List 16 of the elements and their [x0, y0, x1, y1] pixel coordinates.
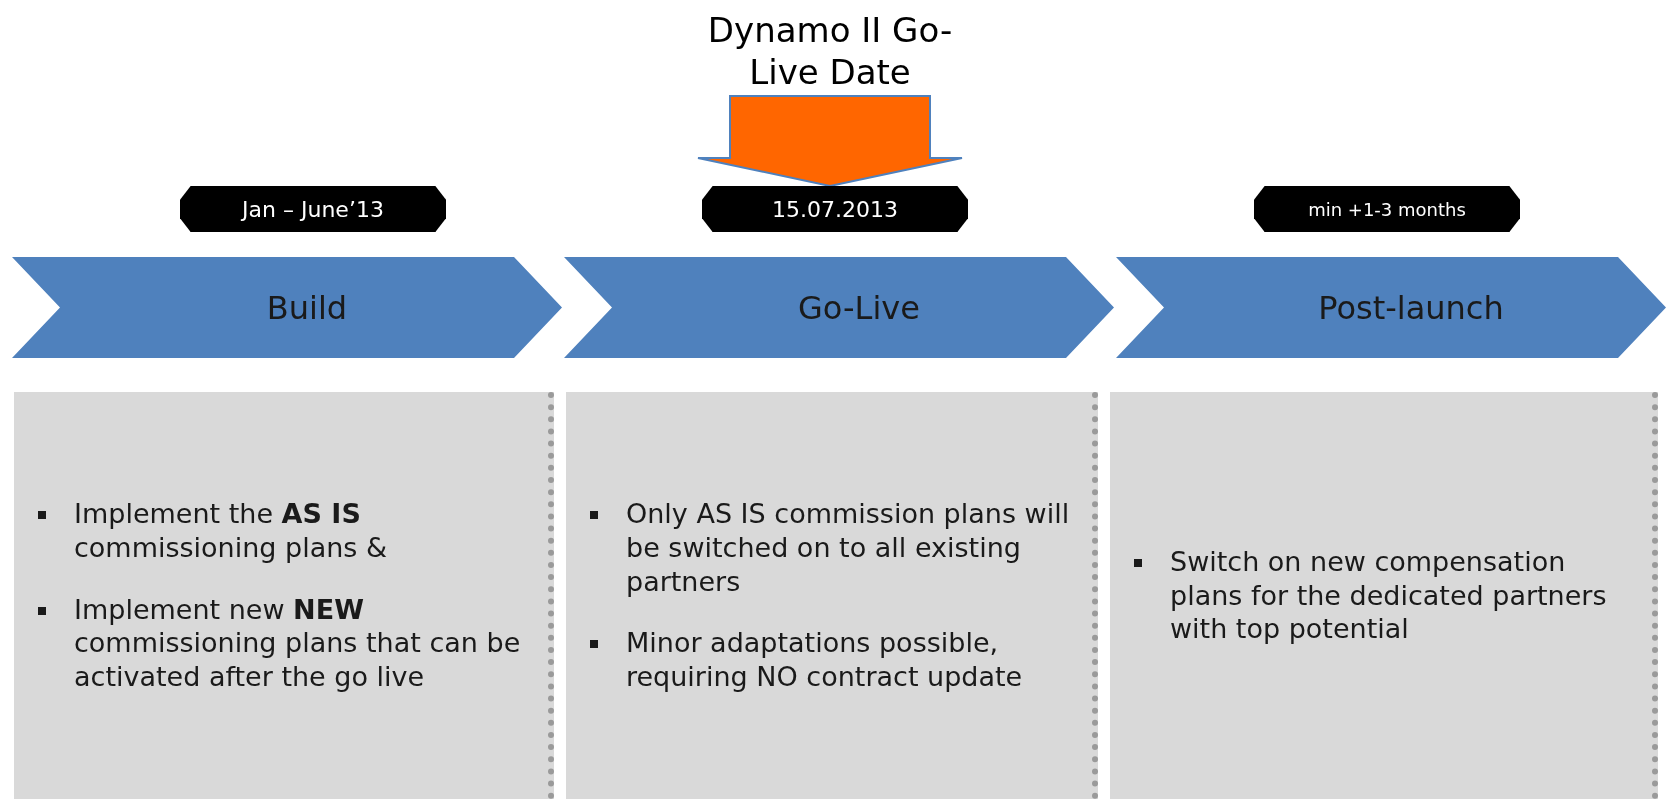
phase-label: Build	[266, 287, 348, 329]
description-panel	[1110, 392, 1658, 799]
description-panel	[14, 392, 554, 799]
date-badge: Jan – June’13	[180, 186, 446, 232]
bullet-text: Implement the AS IS commissioning plans &	[34, 497, 536, 565]
bullet-text: Only AS IS commission plans will be switched on to all existing partners	[586, 497, 1080, 599]
phase-label: Post-launch	[1318, 287, 1504, 329]
bullet-text: Switch on new compensation plans for the dedicated partners with top potential	[1130, 544, 1640, 647]
block-arrow	[697, 95, 963, 188]
date-badge: min +1-3 months	[1254, 186, 1520, 232]
phase-label: Go-Live	[798, 287, 920, 329]
description-panel	[566, 392, 1098, 799]
date-badge: 15.07.2013	[702, 186, 968, 232]
bullet-text: Implement new NEW commissioning plans that can be activated after the go live	[34, 592, 536, 694]
milestone-title: Dynamo II Go-Live Date	[706, 8, 954, 94]
bullet-text: Minor adaptations possible, requiring NO contract update	[586, 626, 1080, 694]
